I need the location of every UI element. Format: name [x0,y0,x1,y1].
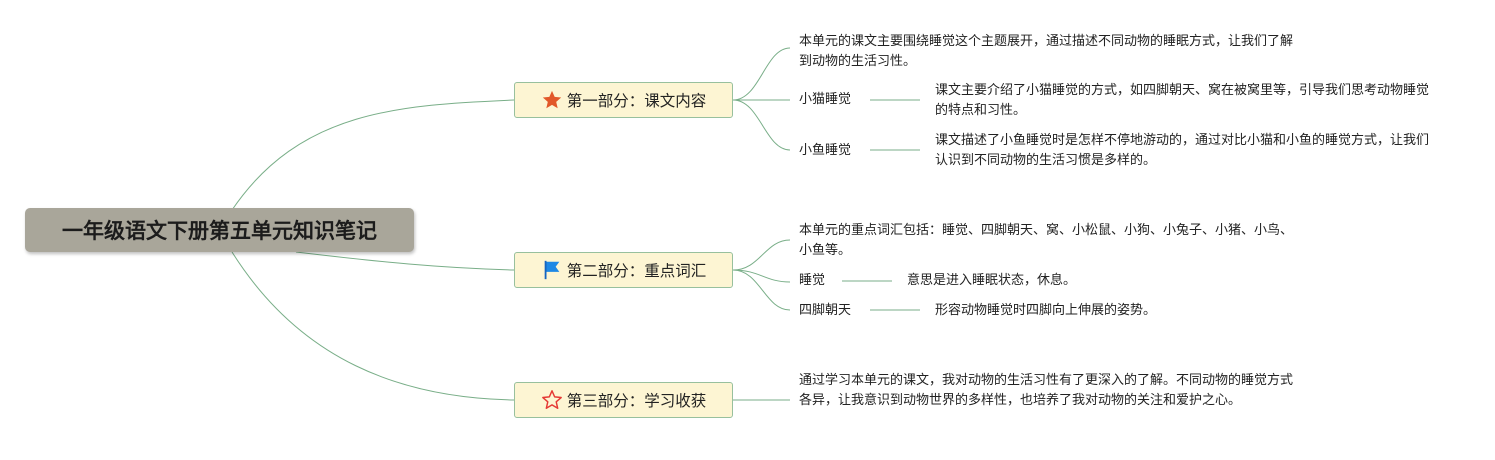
detail-note[interactable]: 课文描述了小鱼睡觉时是怎样不停地游动的，通过对比小猫和小鱼的睡觉方式，让我们认识… [935,133,1430,168]
star-outline-icon [541,389,563,411]
subtopic-label[interactable]: 四脚朝天 [799,303,852,318]
connector-b1-child-2 [732,99,791,151]
summary-note[interactable]: 通过学习本单元的课文，我对动物的生活习性有了更深入的了解。不同动物的睡觉方式各异… [799,373,1294,408]
root-title: 一年级语文下册第五单元知识笔记 [62,219,377,243]
connector-root-branch-3 [231,251,515,401]
summary-note[interactable]: 本单元的重点词汇包括：睡觉、四脚朝天、窝、小松鼠、小狗、小兔子、小猪、小鸟、小鱼… [799,223,1294,258]
connector-b2-summary [732,239,791,271]
detail-note[interactable]: 课文主要介绍了小猫睡觉的方式，如四脚朝天、窝在被窝里等，引导我们思考动物睡觉的特… [935,83,1430,118]
subtopic-label[interactable]: 小猫睡觉 [799,92,852,107]
branch-topic-1[interactable]: 第一部分：课文内容 [514,82,733,118]
detail-note[interactable]: 意思是进入睡眠状态，休息。 [907,273,1077,288]
summary-note[interactable]: 本单元的课文主要围绕睡觉这个主题展开，通过描述不同动物的睡眠方式，让我们了解到动… [799,34,1294,69]
connector-root-branch-2 [295,251,515,271]
subtopic-label[interactable]: 睡觉 [799,273,826,288]
branch-topic-3[interactable]: 第三部分：学习收获 [514,382,733,418]
star-filled-icon [541,89,563,111]
root-topic[interactable]: 一年级语文下册第五单元知识笔记 [25,208,414,252]
subtopic-label[interactable]: 小鱼睡觉 [799,143,852,158]
connector-b2-child-2 [732,269,791,311]
branch-label: 第二部分：重点词汇 [566,262,707,280]
branch-label: 第三部分：学习收获 [566,392,707,410]
connector-root-branch-1 [231,99,515,211]
connector-b1-summary [732,47,791,101]
detail-note[interactable]: 形容动物睡觉时四脚向上伸展的姿势。 [935,303,1157,318]
branch-label: 第一部分：课文内容 [566,92,707,110]
branch-topic-2[interactable]: 第二部分：重点词汇 [514,252,733,288]
flag-icon [541,259,563,281]
connector-b2-child-1 [732,269,791,283]
